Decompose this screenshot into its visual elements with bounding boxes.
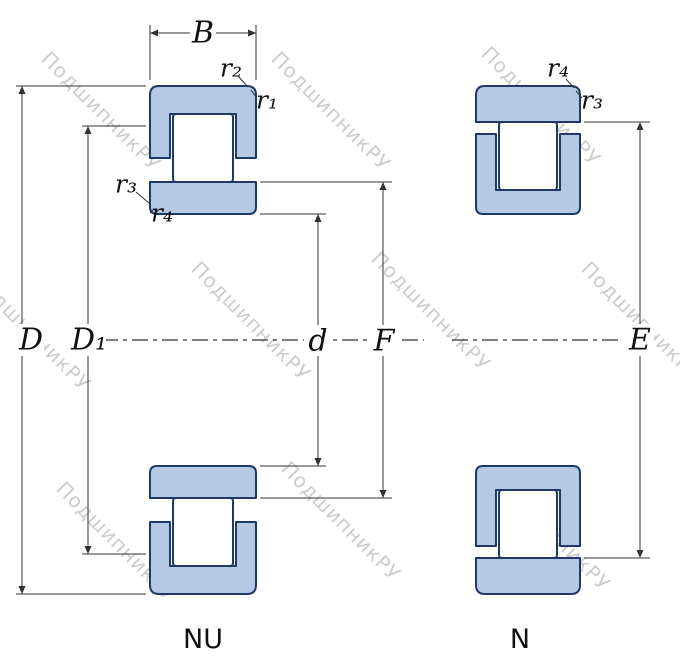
right-roller-bottom bbox=[498, 489, 558, 559]
chamfer-label-r3-right: r₃ bbox=[581, 86, 603, 115]
dim-label-D: D bbox=[18, 323, 43, 358]
dimension-lines: B D D₁ d F E r₂ r₁ r₃ r₄ r₄ r₃ bbox=[16, 16, 654, 595]
leader-r4-left bbox=[149, 208, 155, 214]
left-outer-ring-bottom-section bbox=[149, 521, 257, 595]
watermark-text: ПодшипникРУ bbox=[276, 457, 405, 586]
right-inner-ring-bottom-section bbox=[475, 465, 581, 547]
bearing-type-label-n: N bbox=[510, 624, 530, 655]
right-outer-ring-top-section bbox=[475, 85, 581, 123]
chamfer-label-r4-right: r₄ bbox=[547, 54, 569, 83]
left-roller-bottom bbox=[172, 497, 234, 567]
leader-r3-left bbox=[135, 191, 150, 204]
leader-r1 bbox=[250, 89, 257, 98]
bearing-type-label-nu: NU bbox=[183, 624, 223, 655]
label-bg-E bbox=[626, 324, 654, 356]
watermark-text: ПодшипникРУ bbox=[576, 257, 680, 386]
right-inner-ring-top-section bbox=[475, 133, 581, 215]
dim-label-D1: D₁ bbox=[70, 323, 107, 358]
leader-r4-right bbox=[565, 78, 575, 89]
label-bg-F bbox=[370, 325, 398, 356]
left-outer-ring-top-section bbox=[149, 85, 257, 159]
right-bearing-n-drawing bbox=[452, 85, 618, 595]
right-roller-top bbox=[498, 121, 558, 191]
dim-label-E: E bbox=[628, 323, 651, 358]
chamfer-label-r3-left: r₃ bbox=[115, 170, 137, 199]
leader-r2 bbox=[237, 75, 249, 88]
dim-label-B: B bbox=[191, 16, 214, 51]
chamfer-label-r2-left: r₂ bbox=[220, 54, 242, 83]
chamfer-label-r4-left: r₄ bbox=[151, 199, 173, 228]
chamfer-label-r1-left: r₁ bbox=[256, 86, 278, 115]
label-bg-d bbox=[304, 325, 332, 356]
right-outer-ring-bottom-section bbox=[475, 557, 581, 595]
label-bg-B bbox=[190, 18, 216, 48]
label-bg-D bbox=[18, 324, 44, 356]
left-inner-ring-top-section bbox=[149, 181, 257, 215]
watermark-text: ПодшипникРУ bbox=[266, 47, 395, 176]
left-roller-top bbox=[172, 113, 234, 183]
left-bearing-nu-drawing bbox=[102, 85, 424, 595]
watermark-text: ПодшипникРУ bbox=[36, 47, 165, 176]
dim-label-d: d bbox=[308, 324, 327, 359]
watermark-text: ПодшипникРУ bbox=[186, 257, 315, 386]
label-bg-D1 bbox=[72, 324, 106, 356]
leader-r3-right bbox=[575, 90, 583, 99]
dim-label-F: F bbox=[373, 324, 396, 359]
left-inner-ring-bottom-section bbox=[149, 465, 257, 499]
